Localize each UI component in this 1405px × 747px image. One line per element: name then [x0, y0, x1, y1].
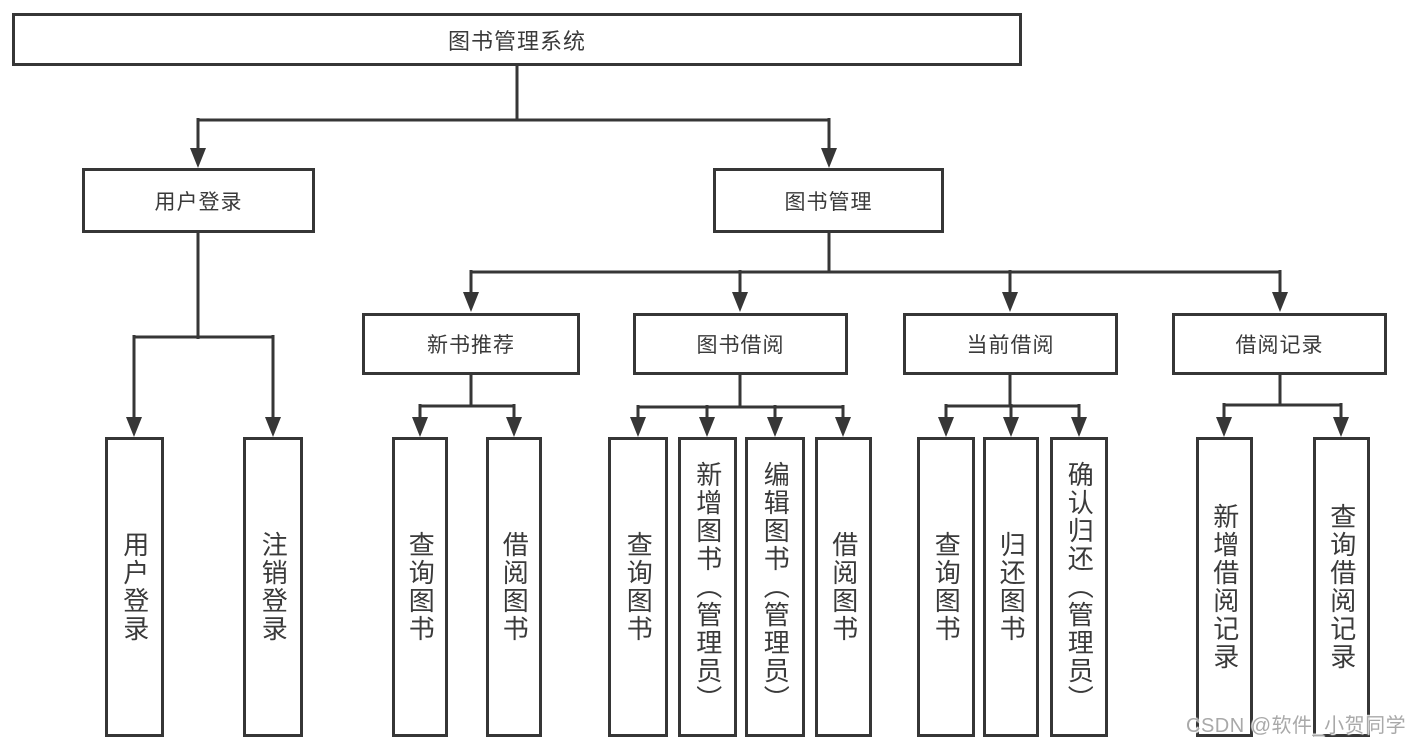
node-recommend-query-books-label: 查询图书 — [405, 531, 436, 643]
node-borrow-query-books: 查询图书 — [608, 437, 668, 737]
node-book-borrow-label: 图书借阅 — [696, 334, 785, 357]
node-add-books-admin: 新增图书（管理员） — [678, 437, 737, 737]
node-user-login-label: 用户登录 — [154, 190, 243, 214]
node-add-borrow-record: 新增借阅记录 — [1196, 437, 1253, 737]
node-add-borrow-record-label: 新增借阅记录 — [1209, 503, 1240, 671]
node-user-login: 用户登录 — [82, 168, 315, 233]
node-borrow-records: 借阅记录 — [1172, 313, 1387, 375]
node-current-borrow: 当前借阅 — [903, 313, 1118, 375]
node-current-query-books-label: 查询图书 — [931, 531, 962, 643]
node-book-borrow: 图书借阅 — [633, 313, 848, 375]
node-book-management-label: 图书管理 — [784, 190, 873, 214]
node-book-management: 图书管理 — [713, 168, 944, 233]
node-edit-books-admin-label: 编辑图书（管理员） — [760, 461, 791, 713]
node-new-book-recommend: 新书推荐 — [362, 313, 580, 375]
node-confirm-return-admin: 确认归还（管理员） — [1050, 437, 1108, 737]
node-logout-action: 注销登录 — [243, 437, 303, 737]
node-recommend-borrow-books-label: 借阅图书 — [499, 531, 530, 643]
node-current-borrow-label: 当前借阅 — [966, 334, 1055, 357]
node-new-book-recommend-label: 新书推荐 — [427, 334, 515, 357]
node-recommend-borrow-books: 借阅图书 — [486, 437, 542, 737]
node-borrow-records-label: 借阅记录 — [1235, 334, 1324, 357]
node-add-books-admin-label: 新增图书（管理员） — [692, 461, 723, 713]
node-query-borrow-record: 查询借阅记录 — [1313, 437, 1370, 737]
node-return-books: 归还图书 — [983, 437, 1039, 737]
node-root-label: 图书管理系统 — [447, 28, 586, 54]
node-borrow-query-books-label: 查询图书 — [623, 531, 654, 643]
node-query-borrow-record-label: 查询借阅记录 — [1326, 503, 1357, 671]
node-recommend-query-books: 查询图书 — [392, 437, 448, 737]
node-user-login-action: 用户登录 — [105, 437, 164, 737]
node-borrow-borrow-books: 借阅图书 — [815, 437, 872, 737]
watermark: CSDN @软件_小贺同学 — [1186, 715, 1405, 737]
node-edit-books-admin: 编辑图书（管理员） — [745, 437, 805, 737]
node-root: 图书管理系统 — [12, 13, 1022, 66]
node-current-query-books: 查询图书 — [917, 437, 975, 737]
node-return-books-label: 归还图书 — [996, 531, 1027, 643]
node-confirm-return-admin-label: 确认归还（管理员） — [1064, 461, 1095, 713]
node-logout-action-label: 注销登录 — [258, 531, 289, 643]
node-user-login-action-label: 用户登录 — [119, 531, 150, 643]
node-borrow-borrow-books-label: 借阅图书 — [828, 531, 859, 643]
